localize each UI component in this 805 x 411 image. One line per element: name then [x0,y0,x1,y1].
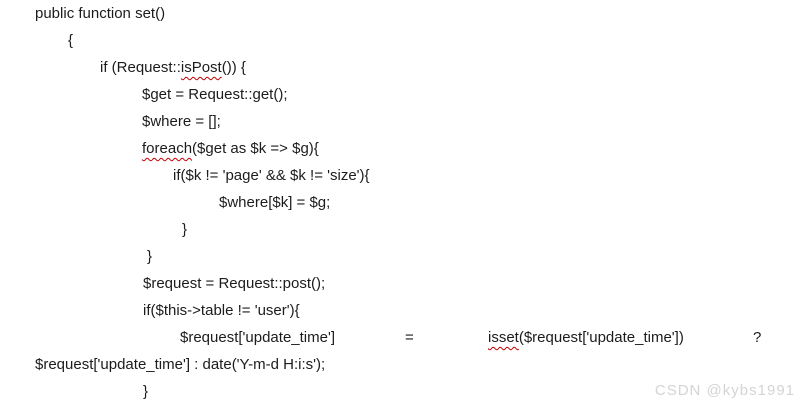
code-text: $where[$k] = $g; [219,194,331,211]
misspelled-word: foreach [142,140,193,157]
code-segment: $get = Request::get(); [142,81,288,108]
code-line-3: if (Request::isPost()) { [0,54,805,81]
code-segment: ? [753,324,761,351]
code-segment: $request = Request::post(); [143,270,325,297]
code-segment: if($k != 'page' && $k != 'size'){ [173,162,370,189]
code-line-5: $where = []; [0,108,805,135]
code-line-9: } [0,216,805,243]
misspelled-word: isset [488,329,519,346]
code-line-7: if($k != 'page' && $k != 'size'){ [0,162,805,189]
code-segment: } [182,216,187,243]
code-line-10: } [0,243,805,270]
code-text: = [405,329,414,346]
code-line-12: if($this->table != 'user'){ [0,297,805,324]
code-segment: $where = []; [142,108,221,135]
code-text: { [68,32,74,49]
code-text: $get = Request::get(); [142,86,288,103]
code-segment: if($this->table != 'user'){ [143,297,300,324]
code-segment: $where[$k] = $g; [219,189,330,216]
code-text: } [182,221,188,238]
code-segment: if (Request::isPost()) { [100,54,246,81]
code-segment: } [143,378,148,405]
code-line-14: $request['update_time'] : date('Y-m-d H:… [0,351,805,378]
code-text: $request['update_time'] : date('Y-m-d H:… [35,356,326,373]
code-segment: { [68,27,73,54]
code-line-6: foreach($get as $k => $g){ [0,135,805,162]
code-text: } [147,248,153,265]
code-text: ? [753,329,762,346]
code-segment: public function set() [35,0,165,27]
code-text: if($k != 'page' && $k != 'size'){ [173,167,370,184]
code-line-8: $where[$k] = $g; [0,189,805,216]
code-segment: } [147,243,152,270]
watermark: CSDN @kybs1991 [654,382,795,399]
code-segment: $request['update_time'] : date('Y-m-d H:… [35,351,325,378]
code-segment: isset($request['update_time']) [488,324,684,351]
code-line-15: } [0,378,805,405]
misspelled-word: isPost [180,59,222,76]
code-line-1: public function set() [0,0,805,27]
code-text: if (Request:: [100,59,181,76]
code-line-11: $request = Request::post(); [0,270,805,297]
code-line-4: $get = Request::get(); [0,81,805,108]
code-text: ($request['update_time']) [518,329,684,346]
code-text: public function set() [35,5,166,22]
code-text: ($get as $k => $g){ [192,140,319,157]
code-line-13: $request['update_time'] = isset($request['… [0,324,805,351]
code-text: if($this->table != 'user'){ [143,302,300,319]
code-text: $request['update_time'] [180,329,335,346]
code-line-2: { [0,27,805,54]
code-text: $request = Request::post(); [143,275,326,292]
code-segment: = [405,324,414,351]
code-text: $where = []; [142,113,221,130]
code-text: } [143,383,149,400]
code-segment: $request['update_time'] [180,324,335,351]
code-segment: foreach($get as $k => $g){ [142,135,319,162]
code-text: ()) { [221,59,246,76]
